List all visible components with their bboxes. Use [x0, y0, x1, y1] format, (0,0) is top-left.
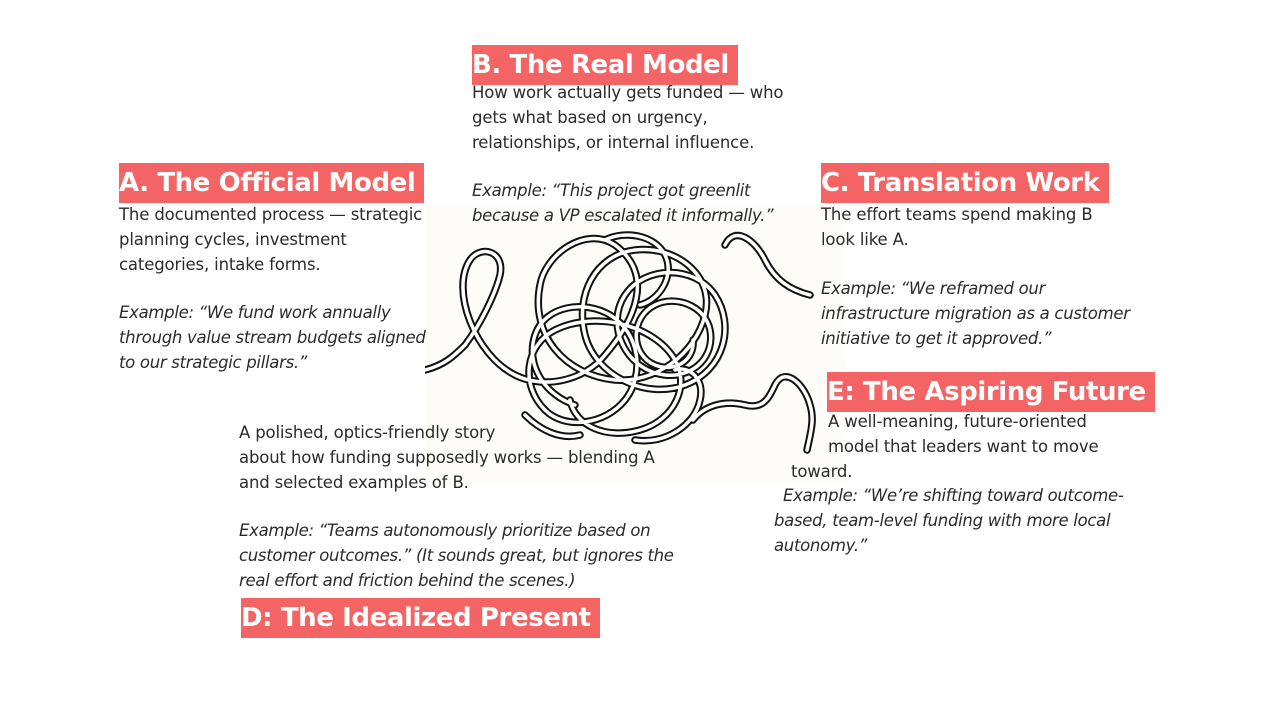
section-b-description-line: relationships, or internal influence. — [472, 132, 755, 152]
section-a-example-line: to our strategic pillars.” — [119, 352, 308, 372]
section-d-description: A polished, optics-friendly story about … — [239, 421, 655, 495]
section-e-example-line: autonomy.” — [774, 535, 868, 555]
section-a-description-line: planning cycles, investment — [119, 229, 347, 249]
section-c-example: Example: “We reframed our infrastructure… — [821, 277, 1130, 351]
section-e-title: E: The Aspiring Future — [827, 372, 1155, 412]
section-d-title: D: The Idealized Present — [241, 598, 600, 638]
tangled-rope-illustration — [421, 205, 845, 485]
section-c-description: The effort teams spend making B look lik… — [821, 203, 1093, 253]
section-e-example-line: based, team-level funding with more loca… — [774, 510, 1111, 530]
section-e-example: Example: “We’re shifting toward outcome-… — [774, 484, 1124, 558]
section-e-description: A well-meaning, future-oriented model th… — [774, 410, 1099, 484]
section-d-description-line: and selected examples of B. — [239, 472, 469, 492]
section-a-example-line: through value stream budgets aligned — [119, 327, 426, 347]
tangled-rope-icon — [421, 205, 845, 454]
section-b-description: How work actually gets funded — who gets… — [472, 81, 784, 155]
section-c-description-line: The effort teams spend making B — [821, 205, 1093, 224]
section-b-description-line: How work actually gets funded — who — [472, 83, 784, 102]
section-a-example-line: Example: “We fund work annually — [119, 303, 391, 322]
section-c-example-line: initiative to get it approved.” — [821, 328, 1052, 348]
section-c-example-line: infrastructure migration as a customer — [821, 303, 1130, 323]
section-d-example-line: real effort and friction behind the scen… — [239, 570, 576, 590]
section-b-title: B. The Real Model — [472, 45, 738, 85]
section-b-example: Example: “This project got greenlit beca… — [472, 179, 774, 229]
section-e-description-line: A well-meaning, future-oriented — [828, 412, 1087, 431]
section-a-description: The documented process — strategic plann… — [119, 203, 422, 277]
section-d-description-line: about how funding supposedly works — ble… — [239, 447, 655, 467]
section-a-description-line: The documented process — strategic — [119, 205, 423, 224]
section-c-title: C. Translation Work — [821, 163, 1109, 203]
section-b-example-line: Example: “This project got greenlit — [472, 181, 751, 200]
section-b-description-line: gets what based on urgency, — [472, 107, 708, 127]
section-c-description-line: look like A. — [821, 229, 909, 249]
section-e-description-line: toward. — [791, 461, 853, 481]
section-a-description-line: categories, intake forms. — [119, 254, 321, 274]
section-a-example: Example: “We fund work annually through … — [119, 301, 426, 375]
section-d-example-line: customer outcomes.” (It sounds great, bu… — [239, 545, 674, 565]
section-d-example-line: Example: “Teams autonomously prioritize … — [239, 521, 651, 540]
section-c-example-line: Example: “We reframed our — [821, 279, 1046, 298]
section-d-description-line: A polished, optics-friendly story — [239, 423, 496, 442]
section-d-example: Example: “Teams autonomously prioritize … — [239, 519, 674, 593]
section-e-description-line: model that leaders want to move — [828, 436, 1099, 456]
section-b-example-line: because a VP escalated it informally.” — [472, 205, 774, 225]
section-a-title: A. The Official Model — [119, 163, 425, 203]
section-e-example-line: Example: “We’re shifting toward outcome- — [783, 486, 1124, 505]
